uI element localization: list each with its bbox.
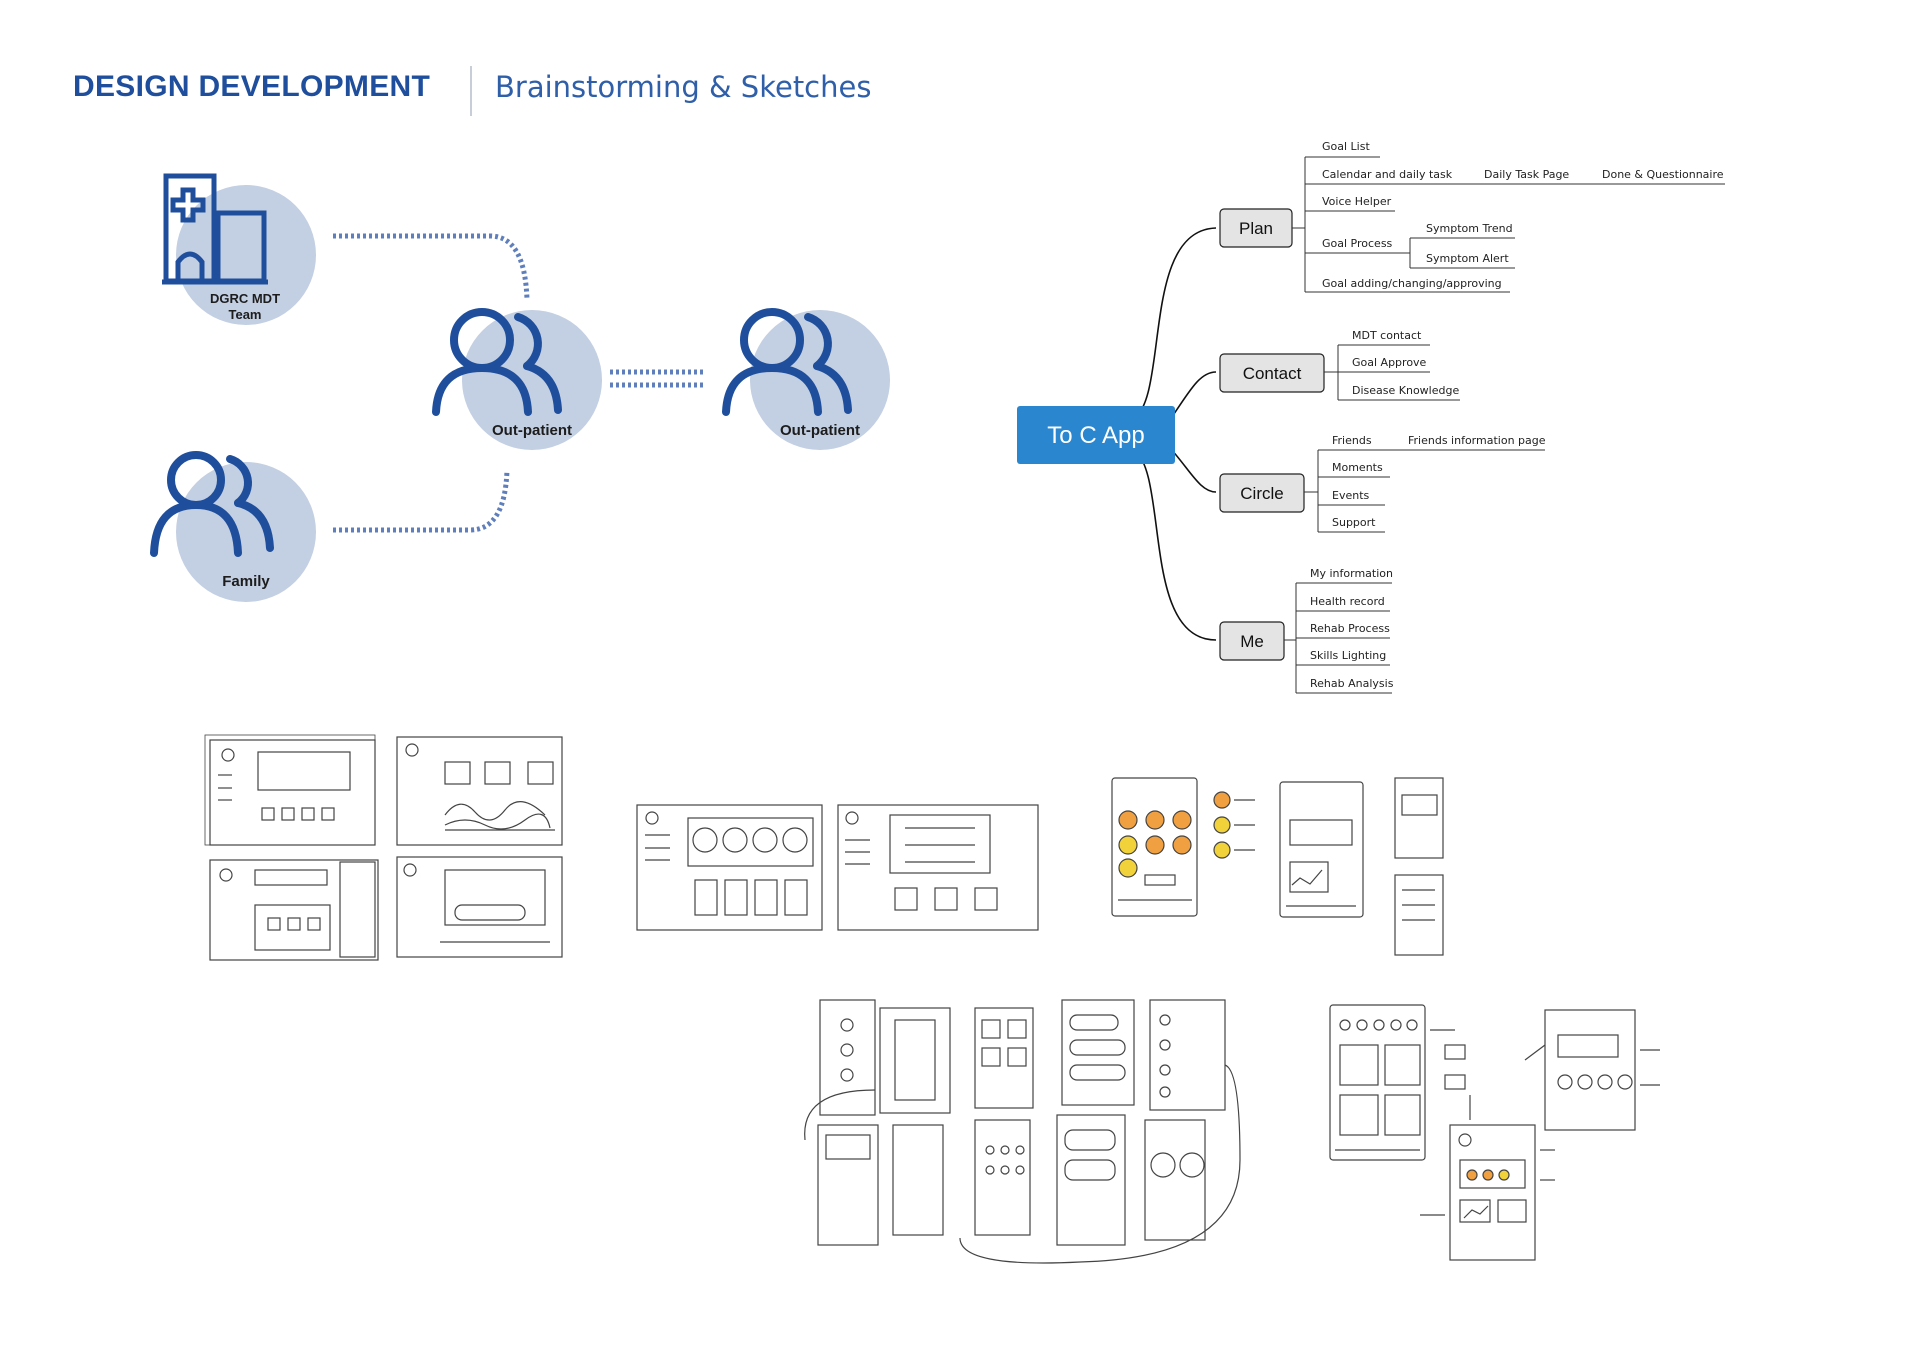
me-skills-lighting: Skills Lighting <box>1310 649 1386 662</box>
plan-goal-process: Goal Process <box>1322 237 1393 250</box>
plan-voice-helper: Voice Helper <box>1322 195 1392 208</box>
me-node <box>1219 621 1285 661</box>
outpatient-node-1: Out-patient <box>432 308 602 450</box>
people-icon <box>432 308 562 416</box>
hospital-icon <box>162 173 268 285</box>
sketch-landscape-pair <box>636 804 1039 931</box>
connector-team-outpatient <box>333 233 530 301</box>
team-label-line1: DGRC MDT <box>210 291 280 306</box>
plan-calendar: Calendar and daily task <box>1322 168 1453 181</box>
plan-done-questionnaire: Done & Questionnaire <box>1602 168 1724 181</box>
circle-branch: Circle Friends Friends information page … <box>1219 434 1546 533</box>
outpatient-label-1: Out-patient <box>492 422 572 439</box>
me-my-information: My information <box>1310 567 1393 580</box>
outpatient-label-2: Out-patient <box>780 422 860 439</box>
contact-goal-approve: Goal Approve <box>1352 356 1427 369</box>
people-icon <box>150 451 274 557</box>
outpatient-circle-1 <box>462 310 602 450</box>
plan-symptom-trend: Symptom Trend <box>1426 222 1513 235</box>
contact-disease-knowledge: Disease Knowledge <box>1352 384 1459 397</box>
sketch-annotated-flow <box>1329 1004 1660 1261</box>
sketch-tablet-grid <box>204 734 563 961</box>
circle-node <box>1219 473 1305 513</box>
circle-label: Circle <box>1240 484 1283 503</box>
me-rehab-analysis: Rehab Analysis <box>1310 677 1394 690</box>
root-node: To C App <box>1017 406 1175 464</box>
plan-label: Plan <box>1239 219 1273 238</box>
contact-mdt: MDT contact <box>1352 329 1422 342</box>
team-circle <box>176 185 316 325</box>
page-title: DESIGN DEVELOPMENT <box>73 70 431 103</box>
contact-label: Contact <box>1243 364 1302 383</box>
root-label: To C App <box>1047 422 1144 449</box>
outpatient-circle-2 <box>750 310 890 450</box>
outpatient-node-2: Out-patient <box>722 308 890 450</box>
circle-events: Events <box>1332 489 1370 502</box>
plan-branch: Plan Goal List Calendar and daily task D… <box>1219 140 1725 293</box>
plan-goal-adding: Goal adding/changing/approving <box>1322 277 1502 290</box>
page-subtitle: Brainstorming & Sketches <box>495 70 872 104</box>
sketches <box>204 734 1660 1264</box>
header-divider <box>470 66 472 116</box>
me-health-record: Health record <box>1310 595 1385 608</box>
sketch-phone-flow <box>804 999 1241 1264</box>
me-label: Me <box>1240 632 1264 651</box>
mindmap: To C App Plan Goal List Calendar and <box>1017 140 1725 694</box>
family-node: Family <box>150 451 316 602</box>
circle-friends-info: Friends information page <box>1408 434 1546 447</box>
connector-family-outpatient <box>333 469 510 533</box>
plan-symptom-alert: Symptom Alert <box>1426 252 1509 265</box>
team-node: DGRC MDT Team <box>162 173 316 325</box>
plan-daily-task-page: Daily Task Page <box>1484 168 1569 181</box>
team-label-line2: Team <box>229 307 262 322</box>
me-branch: Me My information Health record Rehab Pr… <box>1219 567 1394 694</box>
circle-moments: Moments <box>1332 461 1383 474</box>
contact-node <box>1219 353 1325 393</box>
contact-branch: Contact MDT contact Goal Approve Disease… <box>1219 329 1460 401</box>
sketch-phone-screens-colored <box>1111 777 1444 956</box>
people-icon <box>722 308 852 416</box>
circle-friends: Friends <box>1332 434 1372 447</box>
connector-lines <box>333 233 705 533</box>
plan-goal-list: Goal List <box>1322 140 1370 153</box>
circle-support: Support <box>1332 516 1376 529</box>
stakeholder-diagram: DGRC MDT Team Family Out-patient <box>150 173 890 602</box>
family-label: Family <box>222 573 270 590</box>
me-rehab-process: Rehab Process <box>1310 622 1390 635</box>
